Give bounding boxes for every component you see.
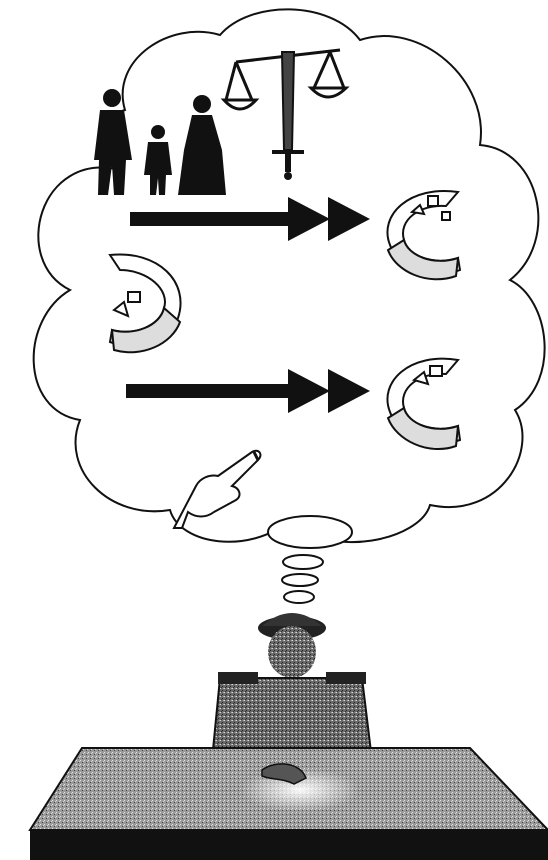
officer-at-desk-icon — [30, 613, 548, 860]
thought-bubble-icon — [268, 516, 352, 603]
